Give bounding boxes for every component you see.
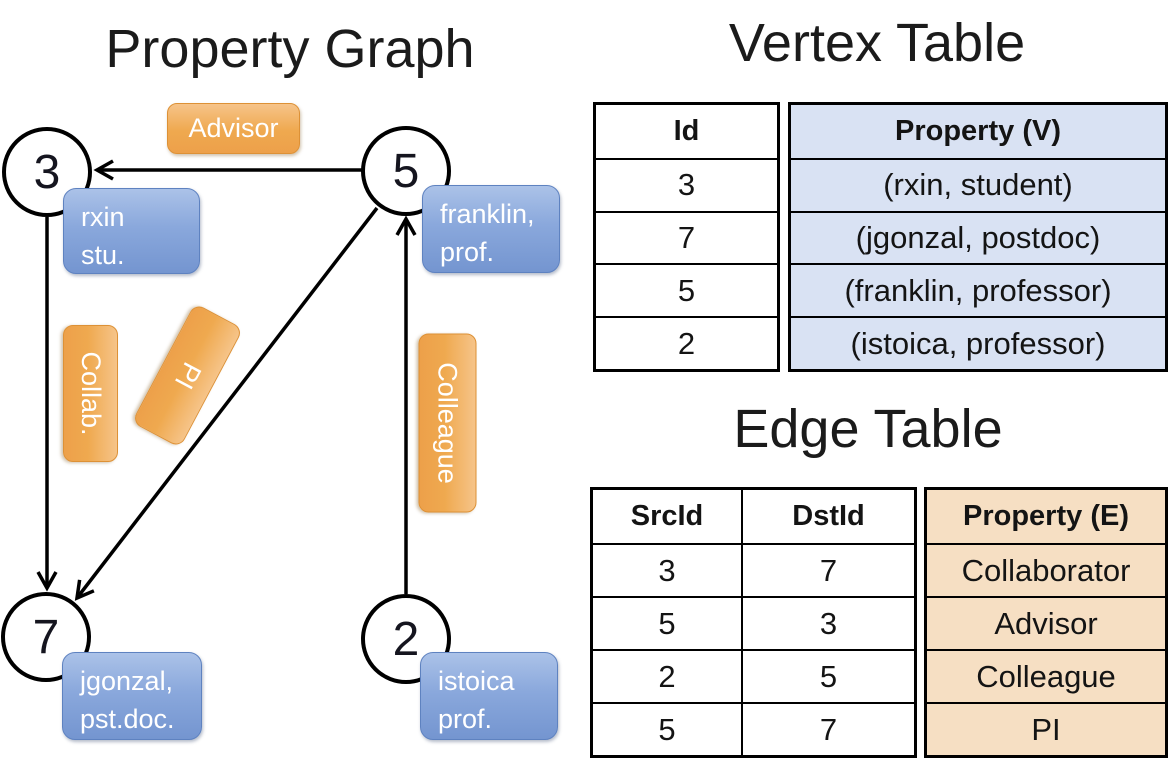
node-3-id: 3 xyxy=(33,145,61,199)
vertex-property-line: franklin, xyxy=(440,199,535,229)
graph-node-5: 5 xyxy=(361,126,451,216)
vertex-table-title: Vertex Table xyxy=(728,13,1026,73)
vertex-property-line: istoica xyxy=(438,666,515,696)
edge-row-property: Collaborator xyxy=(927,543,1165,596)
edge-table-title: Edge Table xyxy=(733,399,1003,459)
vertex-table-property-column: Property (V) (rxin, student) (jgonzal, p… xyxy=(788,102,1168,372)
node-2-id: 2 xyxy=(392,612,420,666)
node-5-id: 5 xyxy=(392,144,420,198)
graph-edges-svg xyxy=(36,159,417,601)
edge-dst-header: DstId xyxy=(741,490,914,543)
edge-5-to-7-pi xyxy=(74,206,379,601)
vertex-property-line: prof. xyxy=(440,237,495,268)
edge-label-colleague: Colleague xyxy=(418,333,477,513)
edge-row-src: 5 xyxy=(593,596,741,649)
vertex-row-property: (rxin, student) xyxy=(791,157,1165,211)
vertex-property-line: jgonzal, xyxy=(80,666,174,696)
vertex-property-box-7: jgonzal, pst.doc. xyxy=(62,652,202,740)
property-graph-title: Property Graph xyxy=(105,19,475,79)
vertex-row-property: (franklin, professor) xyxy=(791,263,1165,317)
vertex-property-line: prof. xyxy=(438,704,493,735)
edge-property-header: Property (E) xyxy=(927,490,1165,543)
edge-row-src: 2 xyxy=(593,649,741,702)
edge-row-dst: 7 xyxy=(741,702,914,755)
edge-row-src: 3 xyxy=(593,543,741,596)
vertex-property-line: pst.doc. xyxy=(80,704,175,735)
vertex-property-box-3: rxin stu. xyxy=(63,188,200,274)
vertex-property-box-5: franklin, prof. xyxy=(422,185,560,273)
vertex-row-id: 2 xyxy=(596,316,777,369)
vertex-row-property: (jgonzal, postdoc) xyxy=(791,210,1165,264)
edge-row-property: PI xyxy=(927,702,1165,755)
edge-label-collab: Collab. xyxy=(63,325,118,462)
edge-table-property-column: Property (E) Collaborator Advisor Collea… xyxy=(924,487,1168,758)
edge-row-dst: 5 xyxy=(741,649,914,702)
edge-row-src: 5 xyxy=(593,702,741,755)
edge-table-id-columns: SrcId DstId 3 7 5 3 2 5 5 7 xyxy=(590,487,917,758)
edge-row-property: Colleague xyxy=(927,649,1165,702)
edge-row-property: Advisor xyxy=(927,596,1165,649)
vertex-table-id-column: Id 3 7 5 2 xyxy=(593,102,780,372)
edge-row-dst: 3 xyxy=(741,596,914,649)
vertex-property-line: stu. xyxy=(81,240,125,271)
vertex-row-id: 5 xyxy=(596,263,777,316)
graph-node-2: 2 xyxy=(361,594,451,684)
vertex-property-header: Property (V) xyxy=(791,105,1165,158)
node-7-id: 7 xyxy=(32,610,60,664)
edge-row-dst: 7 xyxy=(741,543,914,596)
vertex-row-id: 7 xyxy=(596,210,777,264)
vertex-row-id: 3 xyxy=(596,157,777,211)
vertex-property-box-2: istoica prof. xyxy=(420,652,558,740)
vertex-row-property: (istoica, professor) xyxy=(791,316,1165,369)
edge-src-header: SrcId xyxy=(630,500,704,532)
edge-label-advisor: Advisor xyxy=(167,103,300,154)
vertex-id-header: Id xyxy=(673,114,700,147)
vertex-property-line: rxin xyxy=(81,202,125,232)
